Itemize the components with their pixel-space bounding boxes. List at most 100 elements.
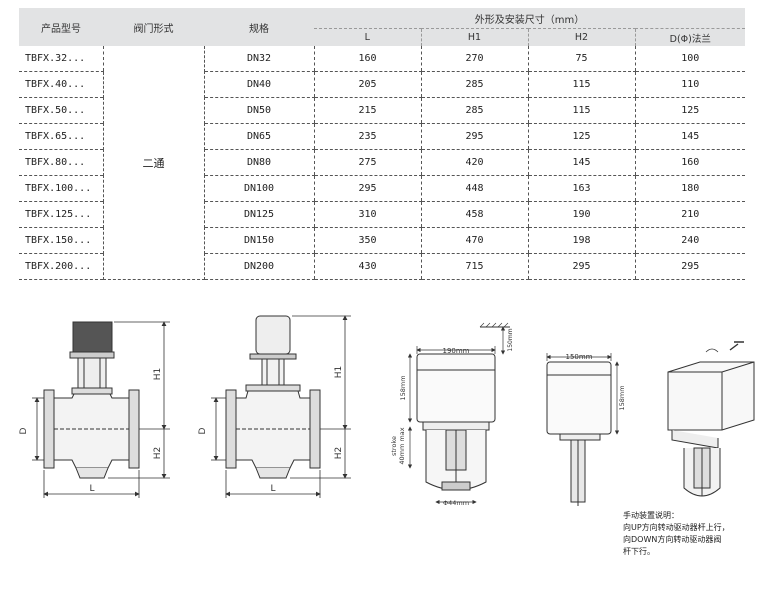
cell-spec: DN100	[204, 175, 314, 202]
note-line-3: 杆下行。	[623, 547, 655, 556]
cell-L: 235	[313, 123, 421, 150]
valve-drawing-1	[43, 321, 140, 479]
cell-H1: 448	[420, 175, 528, 202]
dim-label-158-front: 158mm	[399, 375, 407, 400]
dim-label-44: Φ44mm	[443, 499, 469, 507]
cell-L: 430	[313, 253, 421, 280]
cell-spec: DN200	[204, 253, 314, 280]
dim-label-D: D	[19, 427, 29, 434]
cell-H1: 458	[420, 201, 528, 228]
table-row: TBFX.150... DN150 350 470 198 240	[19, 227, 746, 254]
cell-H1: 270	[420, 46, 528, 72]
actuator-front-dimensions	[407, 326, 506, 505]
header-D: D(Φ)法兰	[634, 28, 746, 46]
dim-label-H2: H2	[153, 447, 163, 460]
cell-model: TBFX.100...	[19, 175, 103, 202]
dim-label-stroke: stroke	[390, 436, 398, 456]
cell-spec: DN65	[204, 123, 314, 150]
cell-L: 275	[313, 149, 421, 176]
cell-D: 100	[634, 46, 746, 72]
header-valve-type: 阀门形式	[103, 8, 204, 46]
cell-valve-type: 二通	[102, 46, 205, 280]
cell-H2: 295	[527, 253, 635, 280]
dim-label-L: L	[270, 484, 275, 494]
cell-L: 350	[313, 227, 421, 254]
cell-H2: 75	[527, 46, 635, 72]
header-H2: H2	[527, 28, 635, 46]
cell-H1: 285	[420, 71, 528, 98]
cell-L: 295	[313, 175, 421, 202]
cell-model: TBFX.200...	[19, 253, 103, 280]
dim-label-150: 150mm	[566, 353, 593, 361]
actuator-front-drawing	[416, 322, 510, 491]
cell-H2: 115	[527, 71, 635, 98]
cell-H2: 163	[527, 175, 635, 202]
cell-D: 145	[634, 123, 746, 150]
cell-D: 240	[634, 227, 746, 254]
cell-D: 210	[634, 201, 746, 228]
header-spec: 规格	[204, 8, 314, 46]
actuator-3d-drawing	[667, 341, 755, 497]
header-H1: H1	[420, 28, 528, 46]
dim-label-H2: H2	[334, 447, 344, 460]
table-row: TBFX.200... DN200 430 715 295 295	[19, 253, 746, 280]
cell-D: 160	[634, 149, 746, 176]
cell-spec: DN125	[204, 201, 314, 228]
dim-label-L: L	[89, 484, 94, 494]
cell-spec: DN80	[204, 149, 314, 176]
actuator-side-drawing	[546, 361, 612, 506]
cell-H2: 125	[527, 123, 635, 150]
drawing-2-dimensions	[211, 315, 351, 498]
cell-D: 125	[634, 97, 746, 124]
cell-spec: DN32	[204, 46, 314, 72]
cell-model: TBFX.65...	[19, 123, 103, 150]
dim-label-D: D	[198, 427, 208, 434]
cell-spec: DN40	[204, 71, 314, 98]
note-line-2: 向DOWN方向转动驱动器阀	[623, 535, 722, 544]
cell-L: 160	[313, 46, 421, 72]
cell-model: TBFX.32...	[19, 46, 103, 72]
header-dimensions: 外形及安装尺寸（mm）	[314, 8, 746, 29]
valve-drawing-2	[225, 315, 321, 479]
note-line-1: 向UP方向转动驱动器杆上行，	[623, 523, 730, 532]
dim-label-190: 190mm	[443, 347, 470, 355]
cell-spec: DN50	[204, 97, 314, 124]
cell-D: 110	[634, 71, 746, 98]
cell-D: 295	[634, 253, 746, 280]
cell-H2: 198	[527, 227, 635, 254]
cell-L: 215	[313, 97, 421, 124]
header-model: 产品型号	[19, 8, 103, 46]
cell-H1: 715	[420, 253, 528, 280]
table-row: TBFX.80... DN80 275 420 145 160	[19, 149, 746, 176]
cell-D: 180	[634, 175, 746, 202]
dim-label-H1: H1	[334, 366, 344, 379]
spec-table: 产品型号 阀门形式 规格 外形及安装尺寸（mm） L H1 H2 D(Φ)法兰 …	[19, 8, 746, 280]
header-L: L	[314, 28, 421, 46]
table-row: TBFX.100... DN100 295 448 163 180	[19, 175, 746, 202]
dim-label-stroke-max: 40mm max	[398, 427, 406, 464]
drawing-1-dimensions	[32, 321, 170, 498]
table-row: TBFX.32... 二通 DN32 160 270 75 100	[19, 46, 746, 280]
cell-model: TBFX.125...	[19, 201, 103, 228]
cell-H1: 470	[420, 227, 528, 254]
table-row: TBFX.65... DN65 235 295 125 145	[19, 123, 746, 150]
cell-H1: 295	[420, 123, 528, 150]
table-header: 产品型号 阀门形式 规格 外形及安装尺寸（mm） L H1 H2 D(Φ)法兰	[19, 8, 746, 46]
cell-L: 310	[313, 201, 421, 228]
dim-label-150-gap: 150mm	[507, 328, 514, 351]
actuator-side-dimensions	[546, 353, 620, 435]
table-body: TBFX.32... 二通 DN32 160 270 75 100 TBFX.4…	[19, 46, 746, 280]
note-title: 手动装置说明：	[623, 511, 679, 520]
cell-model: TBFX.80...	[19, 149, 103, 176]
cell-model: TBFX.50...	[19, 97, 103, 124]
cell-H1: 285	[420, 97, 528, 124]
manual-operation-note: 手动装置说明： 向UP方向转动驱动器杆上行， 向DOWN方向转动驱动器阀 杆下行…	[623, 510, 730, 558]
technical-drawings: D L H1 H2 D L H1 H2	[19, 315, 755, 507]
cell-model: TBFX.40...	[19, 71, 103, 98]
dim-label-158-side: 158mm	[618, 385, 626, 410]
table-row: TBFX.125... DN125 310 458 190 210	[19, 201, 746, 228]
table-row: TBFX.40... DN40 205 285 115 110	[19, 71, 746, 98]
cell-H2: 115	[527, 97, 635, 124]
table-row: TBFX.50... DN50 215 285 115 125	[19, 97, 746, 124]
cell-H2: 190	[527, 201, 635, 228]
